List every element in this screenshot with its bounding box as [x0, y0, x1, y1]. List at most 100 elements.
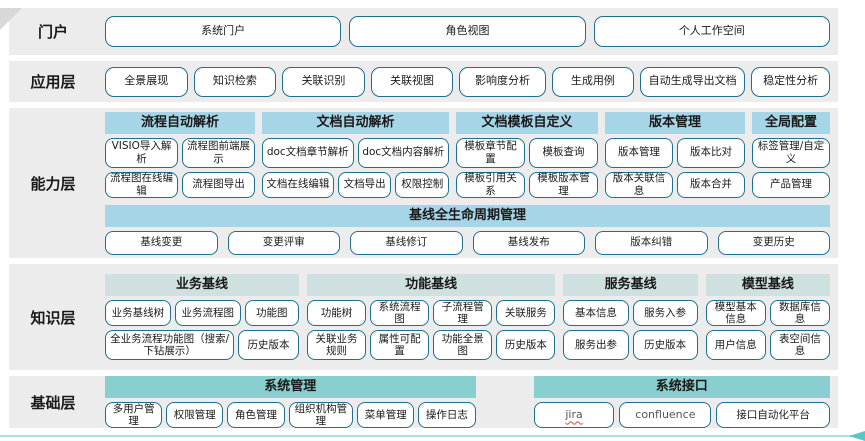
group-title: 模型基线 — [705, 274, 830, 296]
foundation-spacer — [482, 376, 528, 428]
jira-item[interactable]: jira — [533, 402, 615, 428]
capability-item[interactable]: 版本比对 — [677, 137, 745, 168]
portal-item-personal-workspace[interactable]: 个人工作空间 — [593, 16, 830, 47]
layer-foundation: 基础层 系统管理 多用户管理 权限管理 角色管理 组织机构管理 菜单管理 操作日… — [9, 376, 838, 428]
foundation-group-system-interface: 系统接口 jira confluence 接口自动化平台 — [533, 376, 830, 428]
foundation-item[interactable]: 菜单管理 — [357, 402, 415, 428]
baseline-item[interactable]: 基线变更 — [105, 230, 218, 255]
group-title: 版本管理 — [605, 111, 745, 134]
capability-item[interactable]: 文档在线编辑 — [262, 171, 334, 198]
knowledge-item[interactable]: 模型基本信息 — [705, 300, 766, 326]
app-item[interactable]: 影响度分析 — [459, 66, 546, 97]
group-title: 文档模板自定义 — [456, 111, 598, 134]
bottom-decor-line — [0, 435, 865, 437]
knowledge-group-model-baseline: 模型基线 模型基本信息 数据库信息 用户信息 表空间信息 — [705, 274, 831, 360]
knowledge-item[interactable]: 属性可配置 — [370, 330, 430, 360]
foundation-group-system-mgmt: 系统管理 多用户管理 权限管理 角色管理 组织机构管理 菜单管理 操作日志 — [105, 376, 476, 428]
baseline-item[interactable]: 变更历史 — [717, 230, 830, 255]
baseline-item[interactable]: 基线修订 — [350, 230, 463, 255]
knowledge-item[interactable]: 关联业务规则 — [306, 330, 367, 360]
app-item[interactable]: 关联视图 — [370, 66, 454, 97]
knowledge-item[interactable]: 表空间信息 — [769, 330, 831, 360]
app-item[interactable]: 稳定性分析 — [751, 66, 830, 97]
app-item[interactable]: 自动生成导出文档 — [640, 66, 746, 97]
group-title: 流程自动解析 — [105, 111, 255, 134]
capability-item[interactable]: 产品管理 — [752, 171, 830, 198]
capability-item[interactable]: 模板引用关系 — [456, 171, 525, 198]
foundation-item[interactable]: 权限管理 — [166, 402, 224, 428]
confluence-item[interactable]: confluence — [619, 402, 712, 428]
capability-item[interactable]: doc文档章节解析 — [262, 137, 354, 168]
knowledge-item[interactable]: 历史版本 — [238, 330, 299, 360]
app-item[interactable]: 生成用例 — [551, 66, 635, 97]
capability-item[interactable]: VISIO导入解析 — [105, 137, 178, 168]
layer-knowledge: 知识层 业务基线 业务基线树 业务流程图 功能图 全业务流程功能图（搜索/下钻展… — [9, 264, 838, 370]
layer-portal: 门户 系统门户 角色视图 个人工作空间 — [9, 8, 838, 55]
foundation-item[interactable]: 角色管理 — [227, 402, 285, 428]
knowledge-item[interactable]: 基本信息 — [563, 300, 629, 326]
group-title: 功能基线 — [306, 274, 556, 296]
knowledge-item[interactable]: 服务出参 — [563, 330, 629, 360]
baseline-item[interactable]: 版本纠错 — [595, 230, 708, 255]
slide-corner-decoration — [0, 8, 22, 30]
capability-item[interactable]: 流程图导出 — [182, 171, 255, 198]
knowledge-item[interactable]: 数据库信息 — [769, 300, 831, 326]
knowledge-item[interactable]: 全业务流程功能图（搜索/下钻展示） — [105, 330, 235, 360]
portal-item-system-portal[interactable]: 系统门户 — [105, 16, 342, 47]
knowledge-item[interactable]: 业务流程图 — [174, 300, 241, 326]
layer-label-portal: 门户 — [37, 23, 68, 41]
capability-group-global-config: 全局配置 标签管理/自定义 产品管理 — [752, 111, 830, 198]
baseline-item[interactable]: 变更评审 — [227, 230, 340, 255]
layer-label-knowledge: 知识层 — [30, 308, 76, 327]
app-item[interactable]: 全景展现 — [105, 66, 188, 97]
group-title: 业务基线 — [105, 274, 299, 296]
capability-group-process-parse: 流程自动解析 VISIO导入解析 流程图前端展示 流程图在线编辑 流程图导出 — [105, 111, 255, 198]
layer-label-capability: 能力层 — [30, 174, 76, 193]
knowledge-group-function-baseline: 功能基线 功能树 系统流程图 子流程管理 关联服务 关联业务规则 属性可配置 功… — [306, 274, 556, 360]
foundation-item[interactable]: 操作日志 — [418, 402, 476, 428]
baseline-item[interactable]: 基线发布 — [472, 230, 585, 255]
interface-automation-item[interactable]: 接口自动化平台 — [716, 402, 830, 428]
knowledge-item[interactable]: 子流程管理 — [433, 300, 493, 326]
capability-item[interactable]: 标签管理/自定义 — [752, 137, 830, 168]
knowledge-item[interactable]: 系统流程图 — [370, 300, 430, 326]
capability-item[interactable]: 文档导出 — [337, 171, 392, 198]
knowledge-item[interactable]: 用户信息 — [705, 330, 766, 360]
layer-label-application: 应用层 — [30, 73, 76, 91]
group-title-baseline-lifecycle: 基线全生命周期管理 — [105, 204, 830, 227]
knowledge-item[interactable]: 业务基线树 — [105, 300, 171, 326]
knowledge-item[interactable]: 功能树 — [306, 300, 367, 326]
foundation-item[interactable]: 多用户管理 — [105, 402, 163, 428]
knowledge-item[interactable]: 服务入参 — [632, 300, 698, 326]
knowledge-item[interactable]: 历史版本 — [496, 330, 556, 360]
capability-item[interactable]: 模板章节配置 — [456, 137, 525, 168]
capability-item[interactable]: 流程图前端展示 — [182, 137, 255, 168]
capability-group-version-mgmt: 版本管理 版本管理 版本比对 版本关联信息 版本合并 — [605, 111, 745, 198]
app-item[interactable]: 知识检索 — [193, 66, 277, 97]
capability-item[interactable]: 模板查询 — [529, 137, 598, 168]
capability-item[interactable]: 模板版本管理 — [529, 171, 598, 198]
capability-item[interactable]: doc文档内容解析 — [357, 137, 449, 168]
capability-group-doc-template: 文档模板自定义 模板章节配置 模板查询 模板引用关系 模板版本管理 — [456, 111, 598, 198]
knowledge-item[interactable]: 功能图 — [244, 300, 299, 326]
capability-item[interactable]: 版本合并 — [677, 171, 745, 198]
group-title: 全局配置 — [752, 111, 830, 134]
capability-item[interactable]: 版本管理 — [605, 137, 673, 168]
knowledge-group-service-baseline: 服务基线 基本信息 服务入参 服务出参 历史版本 — [563, 274, 698, 360]
knowledge-item[interactable]: 关联服务 — [496, 300, 556, 326]
capability-group-doc-parse: 文档自动解析 doc文档章节解析 doc文档内容解析 文档在线编辑 文档导出 权… — [262, 111, 450, 198]
portal-item-role-view[interactable]: 角色视图 — [349, 16, 586, 47]
knowledge-group-business-baseline: 业务基线 业务基线树 业务流程图 功能图 全业务流程功能图（搜索/下钻展示） 历… — [105, 274, 299, 360]
layer-label-foundation: 基础层 — [30, 393, 76, 412]
knowledge-item[interactable]: 历史版本 — [632, 330, 698, 360]
group-title: 服务基线 — [563, 274, 698, 296]
capability-item[interactable]: 流程图在线编辑 — [105, 171, 178, 198]
capability-item[interactable]: 版本关联信息 — [605, 171, 673, 198]
layer-application: 应用层 全景展现 知识检索 关联识别 关联视图 影响度分析 生成用例 自动生成导… — [9, 61, 838, 102]
knowledge-item[interactable]: 功能全景图 — [433, 330, 493, 360]
foundation-item[interactable]: 组织机构管理 — [288, 402, 354, 428]
layer-capability: 能力层 流程自动解析 VISIO导入解析 流程图前端展示 流程图在线编辑 流程图… — [9, 108, 838, 258]
app-item[interactable]: 关联识别 — [282, 66, 365, 97]
group-title: 文档自动解析 — [262, 111, 449, 134]
capability-item[interactable]: 权限控制 — [395, 171, 450, 198]
